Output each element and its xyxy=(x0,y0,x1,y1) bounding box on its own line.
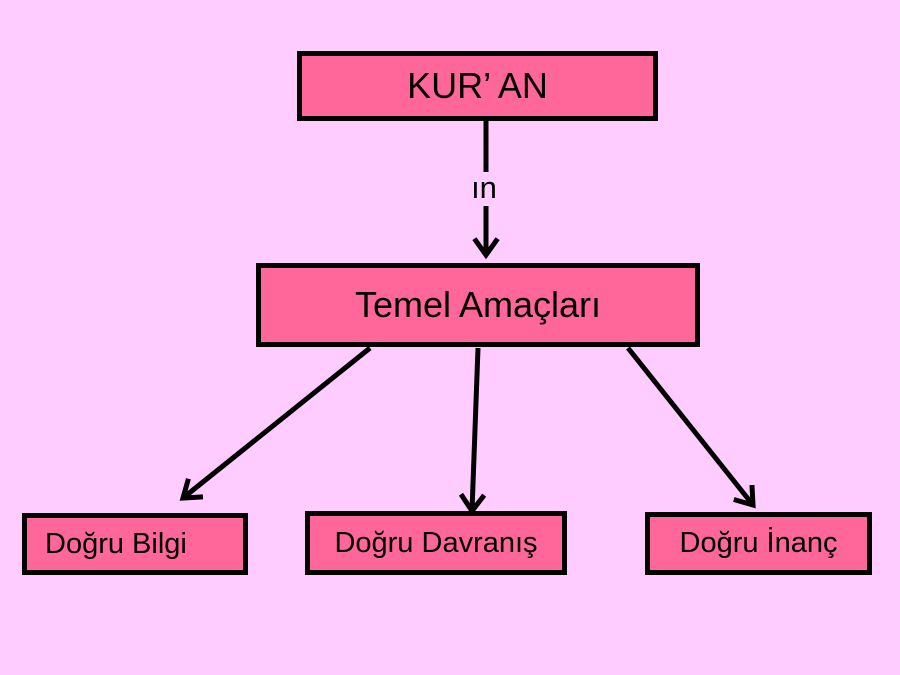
middle-to-bilgi-arrow-shaft xyxy=(181,346,372,500)
middle-node-label: Temel Amaçları xyxy=(354,284,602,325)
root-to-middle-arrow-head xyxy=(472,237,500,260)
middle-node-temel-amaclari: Temel Amaçları xyxy=(256,263,700,347)
child-node-label: Doğru İnanç xyxy=(679,527,838,559)
child-node-dogru-davranis: Doğru Davranış xyxy=(305,511,567,575)
child-node-dogru-bilgi: Doğru Bilgi xyxy=(22,513,248,575)
middle-to-davranis-arrow-shaft xyxy=(469,347,481,512)
middle-to-inanc-arrow-head xyxy=(733,484,756,509)
root-node-label: KUR’ AN xyxy=(407,65,548,106)
middle-to-inanc-arrow-shaft xyxy=(626,346,755,507)
middle-to-bilgi-arrow-head xyxy=(179,478,204,501)
child-node-label: Doğru Davranış xyxy=(334,526,538,559)
root-node-kuran: KUR’ AN xyxy=(297,51,658,121)
child-node-label: Doğru Bilgi xyxy=(45,527,187,560)
child-node-dogru-inanc: Doğru İnanç xyxy=(645,512,872,575)
connector-label: ın xyxy=(471,170,497,205)
